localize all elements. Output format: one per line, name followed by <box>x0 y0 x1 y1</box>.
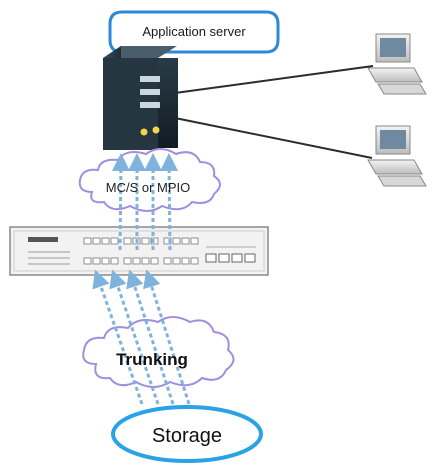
network-switch-icon <box>9 226 269 276</box>
path-arrow <box>160 153 179 251</box>
multipath-label: MC/S or MPIO <box>106 180 191 195</box>
trunk-arrow <box>109 269 160 405</box>
multipath-arrows <box>111 153 179 251</box>
trunk-arrow <box>126 269 175 405</box>
storage-node: Storage <box>111 405 263 463</box>
storage-label: Storage <box>152 425 222 447</box>
server-tower-icon <box>103 46 178 150</box>
desktop-computer-icon <box>367 33 427 95</box>
trunking-label: Trunking <box>116 350 188 369</box>
link-line-bottom <box>174 117 373 159</box>
trunking-cloud <box>82 316 235 388</box>
app-server-label: Application server <box>142 24 246 39</box>
trunking-arrows <box>92 269 191 405</box>
link-line-top <box>174 65 374 94</box>
desktop-computer-icon <box>367 125 427 187</box>
trunk-arrow <box>92 269 144 405</box>
path-arrow <box>111 153 130 251</box>
trunk-arrow <box>143 269 191 405</box>
